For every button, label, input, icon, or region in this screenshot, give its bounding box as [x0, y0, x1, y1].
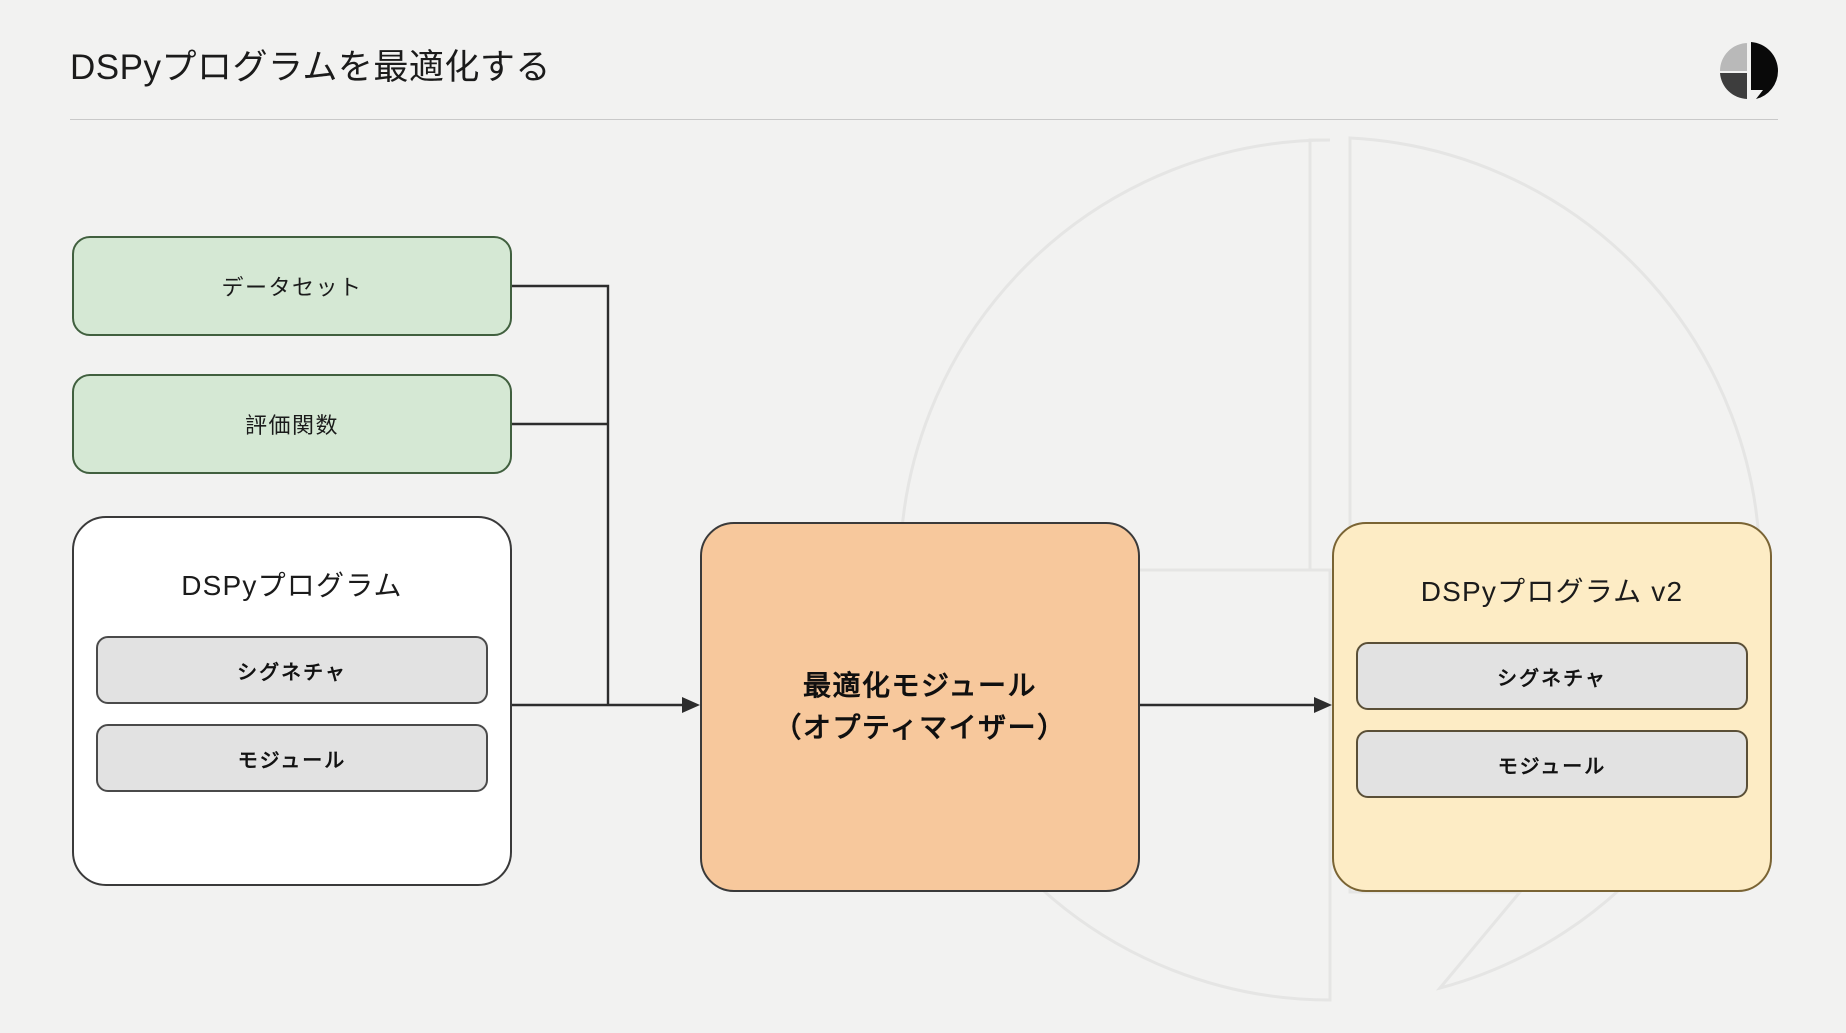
node-dspy-program-v2-title: DSPyプログラム v2	[1420, 576, 1684, 607]
node-dspy-program-title: DSPyプログラム	[181, 570, 403, 601]
node-optimizer[interactable]: 最適化モジュール （オプティマイザー）	[700, 522, 1140, 892]
node-dspy-program-v2[interactable]: DSPyプログラム v2 シグネチャ モジュール	[1332, 522, 1772, 892]
node-dspy-program[interactable]: DSPyプログラム シグネチャ モジュール	[72, 516, 512, 886]
signature-label: シグネチャ	[237, 661, 347, 684]
node-dspy-program-signature[interactable]: シグネチャ	[96, 636, 488, 704]
page-title: DSPyプログラムを最適化する	[70, 48, 551, 87]
node-metric-label: 評価関数	[244, 413, 339, 438]
module-label-v2: モジュール	[1497, 755, 1607, 778]
slide-header: DSPyプログラムを最適化する	[70, 46, 1778, 90]
node-metric[interactable]: 評価関数	[72, 374, 512, 474]
node-dataset-label: データセット	[221, 275, 363, 300]
node-dspy-program-module[interactable]: モジュール	[96, 724, 488, 792]
node-dataset[interactable]: データセット	[72, 236, 512, 336]
signature-label-v2: シグネチャ	[1497, 667, 1607, 690]
module-label: モジュール	[237, 749, 347, 772]
node-dspy-program-v2-module[interactable]: モジュール	[1356, 730, 1748, 798]
node-optimizer-line2: （オプティマイザー）	[773, 712, 1067, 743]
brand-circle-logo-icon	[1720, 42, 1779, 99]
title-divider	[70, 119, 1778, 120]
node-dspy-program-v2-signature[interactable]: シグネチャ	[1356, 642, 1748, 710]
node-optimizer-line1: 最適化モジュール	[802, 670, 1038, 701]
